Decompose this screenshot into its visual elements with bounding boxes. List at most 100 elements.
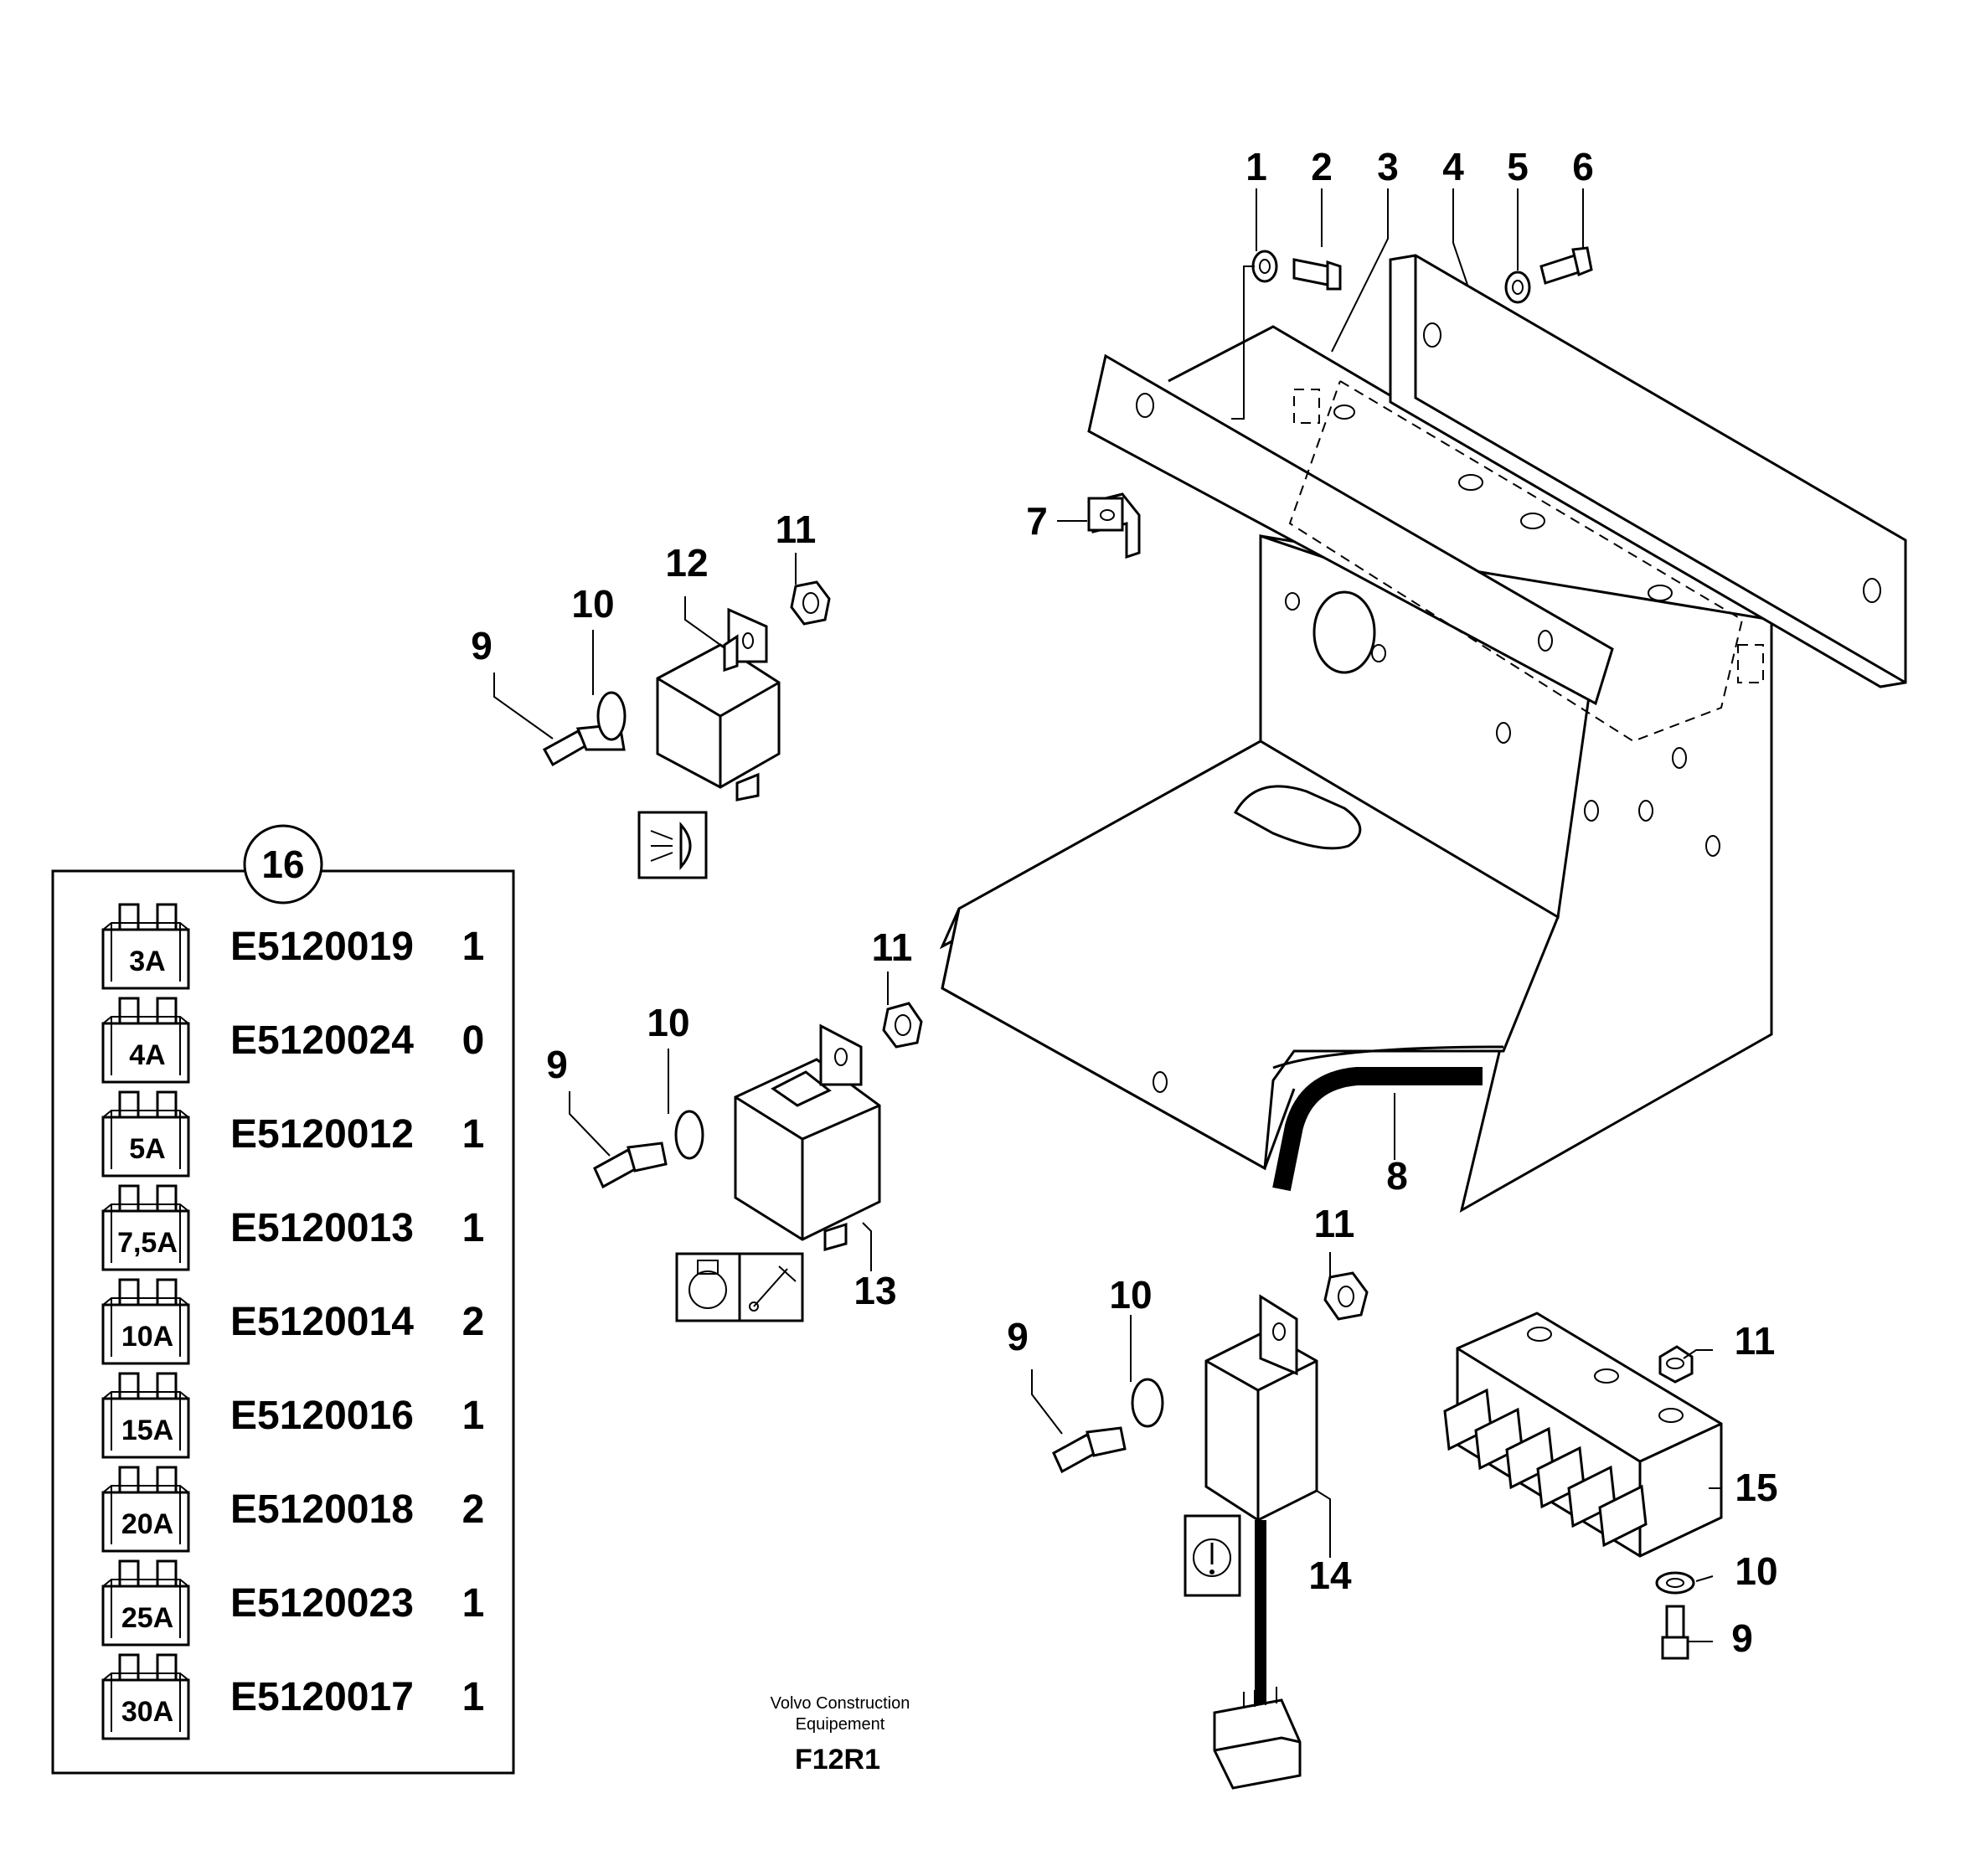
headlight-icon — [637, 811, 708, 879]
callout-11a: 11 — [776, 508, 817, 551]
fuse-rating: 20A — [121, 1508, 173, 1540]
callout-9a: 9 — [471, 624, 492, 667]
fuse-row: 3A E5120019 1 — [101, 903, 485, 990]
callout-10b: 10 — [647, 1001, 689, 1044]
callout-9c: 9 — [1007, 1315, 1029, 1358]
relay-12 — [656, 607, 781, 801]
callout-4: 4 — [1442, 145, 1464, 188]
callout-9b: 9 — [546, 1043, 568, 1086]
figure-code: F12R1 — [795, 1744, 880, 1776]
quantity: 1 — [462, 1581, 485, 1626]
washer-10d — [1655, 1571, 1695, 1595]
fuse-rating: 25A — [121, 1602, 173, 1634]
callout-8: 8 — [1386, 1154, 1408, 1198]
relay-14 — [1204, 1294, 1318, 1790]
fuse-icon — [101, 1090, 190, 1178]
fuse-icon — [101, 997, 190, 1084]
fuse-icon — [101, 1466, 190, 1553]
top-hardware — [1251, 246, 1593, 304]
quantity: 2 — [462, 1300, 485, 1344]
callout-3: 3 — [1377, 145, 1399, 188]
warning-icon — [1184, 1514, 1241, 1597]
washer-10b — [674, 1110, 704, 1160]
callout-5: 5 — [1507, 145, 1529, 188]
publisher-line-2: Equipement — [796, 1715, 885, 1734]
quantity: 0 — [462, 1018, 485, 1063]
callout-11d: 11 — [1735, 1319, 1776, 1363]
wiper-icon — [738, 1252, 804, 1322]
callout-9d: 9 — [1731, 1616, 1753, 1660]
callout-7: 7 — [1026, 499, 1048, 543]
fuse-icon — [101, 1278, 190, 1365]
fuse-row: 5A E5120012 1 — [101, 1090, 485, 1178]
callout-10c: 10 — [1109, 1273, 1152, 1317]
fuse-box — [1443, 1312, 1723, 1558]
fuse-icon — [101, 1372, 190, 1459]
publisher-line-1: Volvo Construction — [771, 1694, 910, 1713]
fuse-row: 20A E5120018 2 — [101, 1466, 485, 1553]
rear-rail — [1389, 254, 1907, 688]
part-number: E5120013 — [230, 1206, 414, 1250]
quantity: 1 — [462, 1675, 485, 1719]
fuse-rating: 5A — [129, 1133, 165, 1165]
relay-13 — [734, 1023, 881, 1251]
part-number: E5120016 — [230, 1394, 414, 1438]
fuse-row: 25A E5120023 1 — [101, 1559, 485, 1647]
callout-16: 16 — [261, 843, 304, 886]
bolt-9d — [1661, 1605, 1689, 1660]
leader-lines — [493, 188, 1721, 1642]
part-number: E5120017 — [230, 1675, 414, 1719]
bolt-9c — [1052, 1426, 1127, 1474]
callout-12: 12 — [665, 541, 708, 585]
callout-11c: 11 — [1314, 1202, 1355, 1245]
quantity: 1 — [462, 1206, 485, 1250]
rubber-strip — [1272, 1045, 1504, 1192]
part-number: E5120019 — [230, 925, 414, 969]
fuse-rating: 10A — [121, 1321, 173, 1353]
callout-13: 13 — [853, 1269, 896, 1312]
quantity: 1 — [462, 925, 485, 969]
callout-11b: 11 — [872, 925, 913, 969]
part-number: E5120024 — [230, 1018, 414, 1063]
callout-14: 14 — [1308, 1554, 1352, 1597]
bolt-9b — [593, 1142, 668, 1189]
callout-10d: 10 — [1735, 1549, 1777, 1593]
clip-nut — [1087, 492, 1141, 559]
washer-10a — [596, 691, 627, 741]
footer: Volvo Construction Equipement F12R1 — [771, 1694, 910, 1776]
callout-15: 15 — [1735, 1466, 1777, 1509]
callout-6: 6 — [1572, 145, 1594, 188]
fuse-icon — [101, 903, 190, 990]
quantity: 1 — [462, 1394, 485, 1438]
fuse-icon — [101, 1559, 190, 1647]
part-number: E5120023 — [230, 1581, 414, 1626]
fuse-rating: 3A — [129, 946, 165, 977]
fuse-icon — [101, 1184, 190, 1271]
fuse-row: 15A E5120016 1 — [101, 1372, 485, 1459]
fuse-rating: 7,5A — [117, 1227, 178, 1259]
nut-11b — [882, 1002, 923, 1049]
callout-1: 1 — [1245, 145, 1267, 188]
nut-11a — [790, 580, 831, 626]
quantity: 1 — [462, 1112, 485, 1157]
fuse-rating: 4A — [129, 1039, 165, 1071]
part-number: E5120018 — [230, 1487, 414, 1532]
fuse-row: 7,5A E5120013 1 — [101, 1184, 485, 1271]
callout-2: 2 — [1311, 145, 1333, 188]
fuse-row: 4A E5120024 0 — [101, 997, 485, 1084]
washer-10c — [1131, 1378, 1164, 1428]
fuse-rating: 30A — [121, 1696, 173, 1728]
fuse-icon — [101, 1653, 190, 1740]
fuse-rating: 15A — [121, 1415, 173, 1446]
fuse-row: 30A E5120017 1 — [101, 1653, 485, 1740]
part-number: E5120012 — [230, 1112, 414, 1157]
nut-11d — [1658, 1345, 1694, 1384]
wiper-motor-icon — [675, 1252, 741, 1322]
quantity: 2 — [462, 1487, 485, 1532]
nut-11c — [1323, 1271, 1369, 1321]
callout-numbers: 1 2 3 4 5 6 7 8 9 10 11 12 9 10 11 13 9 … — [471, 145, 1777, 1660]
callout-10a: 10 — [571, 582, 614, 626]
